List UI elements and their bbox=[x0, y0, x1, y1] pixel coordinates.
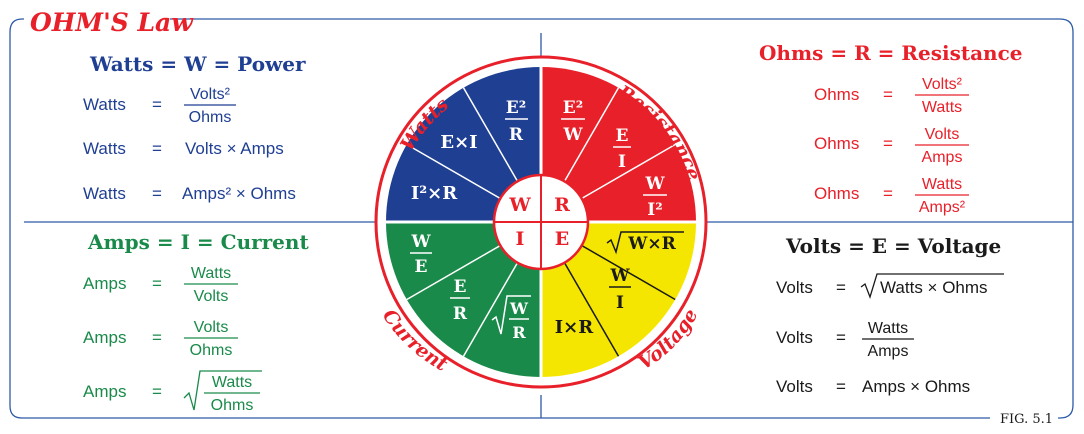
volts-f1-eq: = bbox=[836, 278, 846, 297]
volts-f2-num: Watts bbox=[868, 320, 908, 337]
amps-heading: Amps = I = Current bbox=[87, 230, 309, 254]
red-a-den: W bbox=[562, 125, 583, 145]
red-b-num: E bbox=[616, 126, 629, 146]
yellow-b-den: I bbox=[616, 293, 624, 313]
volts-f1-sqrt bbox=[860, 273, 1004, 299]
green-a-num: W bbox=[410, 232, 431, 252]
amps-f1-den: Volts bbox=[194, 288, 229, 305]
ohms-f2-den: Amps bbox=[922, 149, 963, 166]
frame-top-right bbox=[170, 18, 1074, 419]
page-title: OHM'S Law bbox=[30, 8, 194, 37]
volts-f2-den: Amps bbox=[868, 343, 909, 360]
center-r: R bbox=[554, 194, 570, 216]
green-c-den: R bbox=[512, 323, 526, 342]
ohms-f3-num: Watts bbox=[922, 176, 962, 193]
yellow-c-text: I×R bbox=[555, 317, 595, 338]
blue-a-den: R bbox=[509, 125, 524, 145]
amps-f1-num: Watts bbox=[191, 265, 231, 282]
ohms-f2-eq: = bbox=[883, 134, 893, 153]
amps-f2-eq: = bbox=[152, 328, 162, 347]
watts-f1-eq: = bbox=[152, 95, 162, 114]
ohms-f3-den: Amps² bbox=[919, 199, 966, 216]
blue-b-text: E×I bbox=[440, 132, 477, 153]
center-i: I bbox=[516, 228, 525, 250]
red-c-num: W bbox=[644, 174, 665, 194]
wheel-red-quadrant bbox=[541, 67, 696, 222]
yellow-a-sqrt bbox=[606, 231, 684, 255]
amps-f2-den: Ohms bbox=[190, 342, 233, 359]
center-w: W bbox=[508, 194, 531, 216]
wheel-blue-quadrant bbox=[386, 67, 541, 222]
volts-section: Volts = E = Voltage Volts = Watts × Ohms… bbox=[776, 234, 1004, 396]
red-b-den: I bbox=[618, 152, 626, 172]
ohms-f1-eq: = bbox=[883, 85, 893, 104]
wheel-green-quadrant bbox=[386, 222, 541, 377]
ohms-f2-num: Volts bbox=[925, 126, 960, 143]
ohms-f2-left: Ohms bbox=[814, 134, 859, 153]
amps-f2-left: Amps bbox=[83, 328, 126, 347]
watts-f2-right: Volts × Amps bbox=[185, 139, 284, 158]
watts-f1-den: Ohms bbox=[189, 109, 232, 126]
ohms-section: Ohms = R = Resistance Ohms = Volts² Watt… bbox=[759, 41, 1022, 216]
volts-f3-right: Amps × Ohms bbox=[862, 377, 970, 396]
ohms-f1-den: Watts bbox=[922, 99, 962, 116]
green-c-num: W bbox=[509, 299, 529, 318]
ohms-f1-left: Ohms bbox=[814, 85, 859, 104]
watts-f3-right: Amps² × Ohms bbox=[182, 184, 296, 203]
amps-f3-sqrt bbox=[183, 370, 262, 411]
amps-f2-num: Volts bbox=[194, 319, 229, 336]
watts-f3-eq: = bbox=[152, 184, 162, 203]
amps-section: Amps = I = Current Amps = Watts Volts Am… bbox=[83, 230, 309, 414]
yellow-b-num: W bbox=[609, 266, 630, 286]
amps-f1-eq: = bbox=[152, 274, 162, 293]
green-b-den: R bbox=[453, 304, 468, 324]
yellow-a-text: W×R bbox=[627, 234, 676, 254]
amps-f3-eq: = bbox=[152, 382, 162, 401]
volts-f1-left: Volts bbox=[776, 278, 813, 297]
wheel-yellow-quadrant bbox=[541, 222, 696, 377]
watts-section: Watts = W = Power Watts = Volts² Ohms Wa… bbox=[83, 52, 306, 203]
watts-f3-left: Watts bbox=[83, 184, 126, 203]
ohms-f1-num: Volts² bbox=[922, 76, 963, 93]
ohms-f3-left: Ohms bbox=[814, 184, 859, 203]
green-b-num: E bbox=[454, 277, 467, 297]
volts-f3-eq: = bbox=[836, 377, 846, 396]
green-c-sqrt bbox=[491, 295, 531, 335]
volts-f2-left: Volts bbox=[776, 328, 813, 347]
green-a-den: E bbox=[415, 257, 428, 277]
volts-heading: Volts = E = Voltage bbox=[785, 234, 1001, 258]
ohms-f3-eq: = bbox=[883, 184, 893, 203]
figure-label: FIG. 5.1 bbox=[1000, 412, 1053, 427]
watts-f2-left: Watts bbox=[83, 139, 126, 158]
amps-f3-den: Ohms bbox=[211, 397, 254, 414]
center-e: E bbox=[555, 228, 569, 250]
red-a-num: E² bbox=[563, 98, 583, 118]
frame-bottom-left bbox=[9, 18, 990, 419]
watts-f1-num: Volts² bbox=[190, 86, 231, 103]
blue-c-text: I²×R bbox=[411, 183, 458, 204]
ohms-heading: Ohms = R = Resistance bbox=[759, 41, 1022, 65]
volts-f2-eq: = bbox=[836, 328, 846, 347]
volts-f3-left: Volts bbox=[776, 377, 813, 396]
amps-f3-num: Watts bbox=[212, 374, 252, 391]
ohms-wheel: W R I E E² R E×I I²×R E² W E I W I² W bbox=[374, 55, 708, 389]
volts-f1-right: Watts × Ohms bbox=[880, 278, 988, 297]
watts-heading: Watts = W = Power bbox=[89, 52, 306, 76]
amps-f1-left: Amps bbox=[83, 274, 126, 293]
watts-f2-eq: = bbox=[152, 139, 162, 158]
blue-a-num: E² bbox=[506, 98, 526, 118]
amps-f3-left: Amps bbox=[83, 382, 126, 401]
watts-f1-left: Watts bbox=[83, 95, 126, 114]
red-c-den: I² bbox=[647, 200, 662, 220]
